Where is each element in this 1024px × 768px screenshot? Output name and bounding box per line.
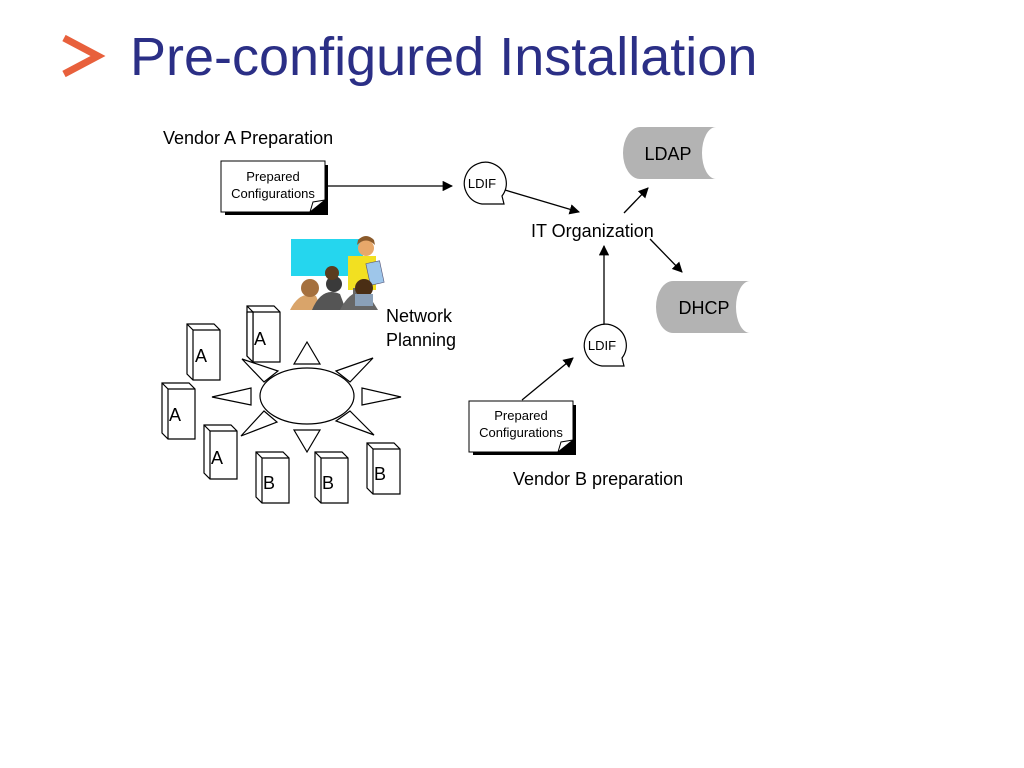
hub-ray-w [211, 387, 252, 406]
ldif-b-tape: LDIF [583, 323, 627, 367]
device-a-top-label: A [254, 329, 266, 349]
ldap-label: LDAP [644, 144, 691, 164]
ldap-store: LDAP [623, 127, 716, 179]
arrow-vendor-b-to-ldif [521, 357, 574, 401]
vendor-b-doc-line2: Configurations [479, 425, 563, 440]
device-b-right-label: B [374, 464, 386, 484]
device-a-lower-left: A [203, 424, 238, 480]
arrow-it-to-ldap [623, 187, 649, 214]
vendor-b-doc-line1: Prepared [494, 408, 547, 423]
vendor-a-config-document: Prepared Configurations [220, 160, 328, 215]
vendor-a-label: Vendor A Preparation [163, 128, 334, 148]
arrow-it-to-dhcp [649, 238, 683, 273]
vendor-b-label: Vendor B preparation [513, 469, 684, 489]
vendor-b-config-document: Prepared Configurations [468, 400, 576, 455]
hub-ray-nw [241, 358, 280, 383]
device-b-middle-label: B [322, 473, 334, 493]
it-organization-label: IT Organization [531, 221, 654, 241]
device-b-left: B [255, 451, 290, 504]
chevron-accent-icon [62, 34, 106, 78]
device-a-lower-left-label: A [211, 448, 223, 468]
device-b-left-label: B [263, 473, 275, 493]
ldif-a-tape: LDIF [463, 161, 507, 205]
vendor-a-doc-line2: Configurations [231, 186, 315, 201]
hub-ray-n [292, 340, 322, 365]
vendor-a-doc-line1: Prepared [246, 169, 299, 184]
hub-ray-sw [240, 410, 279, 437]
device-a-upper-left: A [186, 323, 221, 381]
device-a-left: A [161, 382, 196, 440]
device-a-left-label: A [169, 405, 181, 425]
ldif-a-label: LDIF [468, 176, 496, 191]
hub-ray-e [361, 387, 402, 406]
ldif-b-label: LDIF [588, 338, 616, 353]
dhcp-label: DHCP [678, 298, 729, 318]
arrow-ldif-a-to-it [504, 189, 580, 215]
network-planning-line1: Network [386, 306, 453, 326]
hub-ray-se [334, 410, 375, 436]
meeting-clipart-icon [290, 236, 385, 310]
device-b-middle: B [314, 451, 349, 504]
hub-ray-ne [334, 357, 374, 383]
device-b-right: B [366, 442, 401, 495]
device-a-top: A [246, 305, 281, 364]
dhcp-store: DHCP [656, 281, 750, 333]
hub-ray-s [292, 429, 322, 454]
device-a-upper-left-label: A [195, 346, 207, 366]
network-hub [211, 340, 402, 454]
network-planning-line2: Planning [386, 330, 457, 350]
slide-title: Pre-configured Installation [130, 27, 758, 87]
